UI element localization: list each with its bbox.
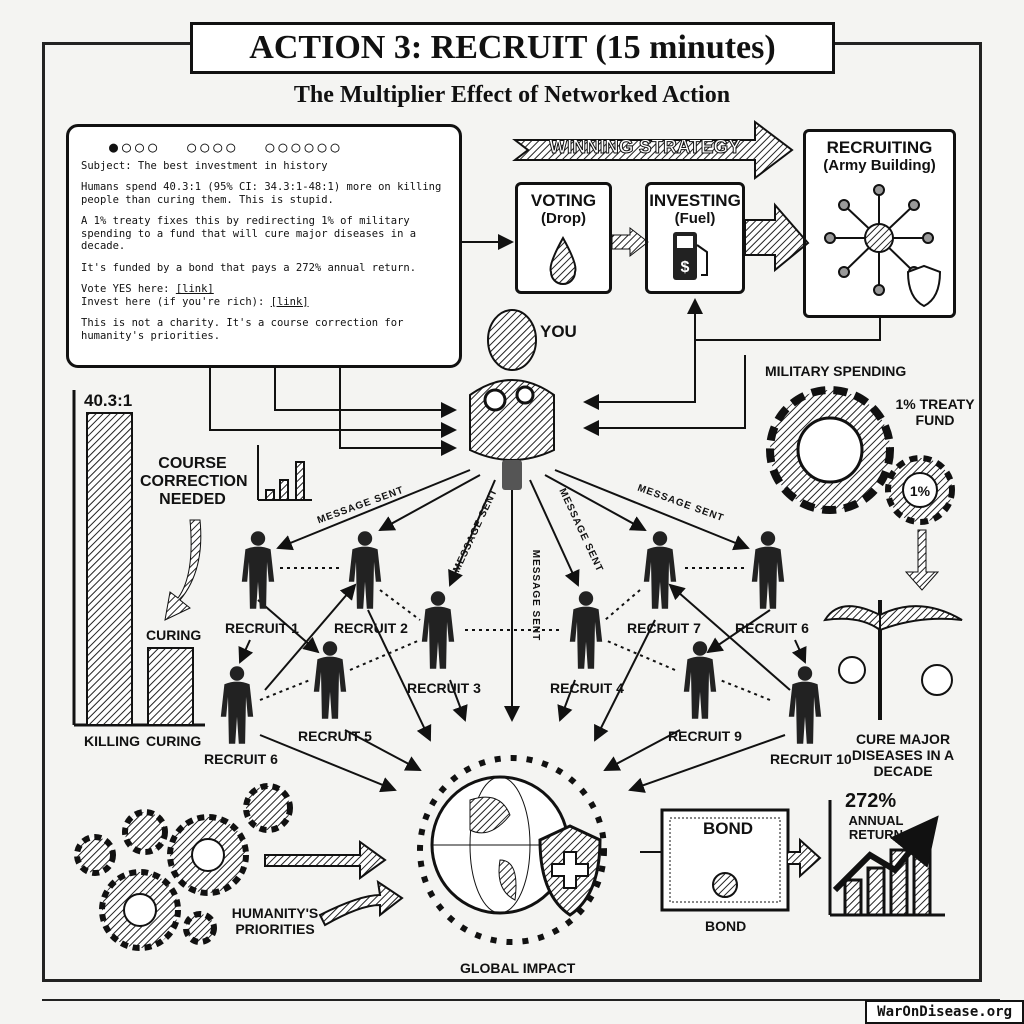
bond-caption: BOND	[705, 918, 747, 934]
email-subject: Subject: The best investment in history	[81, 159, 328, 172]
treaty-fund-label: 1% TREATY FUND	[895, 396, 975, 428]
recruit-label: RECRUIT 9	[668, 728, 742, 744]
return-percent: 272%	[845, 790, 897, 812]
bond-title: BOND	[703, 819, 754, 838]
voting-sub: (Drop)	[541, 210, 586, 227]
recruit-label: RECRUIT 10	[770, 751, 852, 767]
recruiting-sub: (Army Building)	[823, 157, 936, 174]
page-title: ACTION 3: RECRUIT (15 minutes)	[190, 22, 835, 74]
recruit-label: RECRUIT 7	[627, 620, 701, 636]
brand-badge: WarOnDisease.org	[865, 1000, 1024, 1024]
drop-icon	[549, 235, 577, 285]
curing-axis-label: CURING	[146, 733, 202, 749]
you-figure-icon	[469, 309, 555, 490]
you-label: YOU	[540, 322, 577, 341]
email-dots: ●○○○ ○○○○ ○○○○○○	[109, 138, 344, 156]
military-gear-icon	[766, 386, 894, 514]
military-spending-label: MILITARY SPENDING	[765, 363, 907, 379]
email-paragraph: This is not a charity. It's a course cor…	[81, 317, 404, 342]
recruiting-title: RECRUITING	[826, 138, 933, 157]
cure-diseases-label: CURE MAJOR DISEASES IN A DECADE	[851, 731, 955, 779]
svg-text:$: $	[681, 259, 690, 276]
vote-link[interactable]: [link]	[175, 283, 214, 295]
invest-link[interactable]: [link]	[270, 295, 309, 308]
email-paragraph: A 1% treaty fixes this by redirecting 1%…	[81, 215, 417, 252]
network-icon	[824, 184, 942, 308]
voting-box: VOTING(Drop)	[515, 182, 612, 294]
course-correction-label: COURSE CORRECTION NEEDED	[140, 455, 248, 508]
recruit-label: RECRUIT 1	[225, 620, 299, 636]
investing-title: INVESTING	[649, 191, 741, 210]
page-subtitle: The Multiplier Effect of Networked Actio…	[293, 82, 731, 108]
bond-certificate-icon	[660, 808, 790, 912]
email-card: ●○○○ ○○○○ ○○○○○○ Subject: The best inves…	[66, 124, 462, 368]
curing-bar	[147, 647, 194, 726]
recruit-label: RECRUIT 6	[204, 751, 278, 767]
priorities-label: HUMANITY'S PRIORITIES	[231, 905, 319, 937]
message-sent-label: MESSAGE SENT	[530, 549, 542, 642]
ratio-label: 40.3:1	[84, 391, 133, 410]
winning-strategy-arrow	[512, 119, 794, 181]
return-label: ANNUAL RETURN	[848, 813, 904, 842]
global-impact-label: GLOBAL IMPACT	[460, 960, 576, 976]
recruiting-box: RECRUITING(Army Building)	[803, 129, 956, 318]
recruit-label: RECRUIT 3	[407, 680, 481, 696]
investing-box: INVESTING(Fuel)	[645, 182, 745, 294]
globe-icon	[417, 755, 607, 945]
treaty-gear-icon	[885, 455, 955, 525]
treaty-percent: 1%	[909, 483, 931, 499]
curing-top-label: CURING	[146, 627, 202, 643]
investing-sub: (Fuel)	[674, 210, 716, 227]
vote-label: Vote YES here:	[81, 283, 176, 295]
recruit-label: RECRUIT 2	[334, 620, 408, 636]
recruit-label: RECRUIT 5	[298, 728, 372, 744]
email-paragraph: It's funded by a bond that pays a 272% a…	[81, 261, 417, 274]
killing-bar	[86, 412, 133, 726]
recruit-label: RECRUIT 6	[735, 620, 809, 636]
return-chart-icon	[828, 800, 945, 917]
killing-axis-label: KILLING	[84, 733, 140, 749]
fuel-pump-icon: $	[673, 232, 708, 280]
caduceus-icon	[823, 600, 963, 720]
email-paragraph: Humans spend 40.3:1 (95% CI: 34.3:1-48:1…	[81, 181, 442, 206]
voting-title: VOTING	[530, 191, 597, 210]
recruit-label: RECRUIT 4	[550, 680, 624, 696]
invest-label: Invest here (if you're rich):	[81, 295, 271, 308]
winning-strategy-label: WINNING STRATEGY	[549, 137, 742, 158]
